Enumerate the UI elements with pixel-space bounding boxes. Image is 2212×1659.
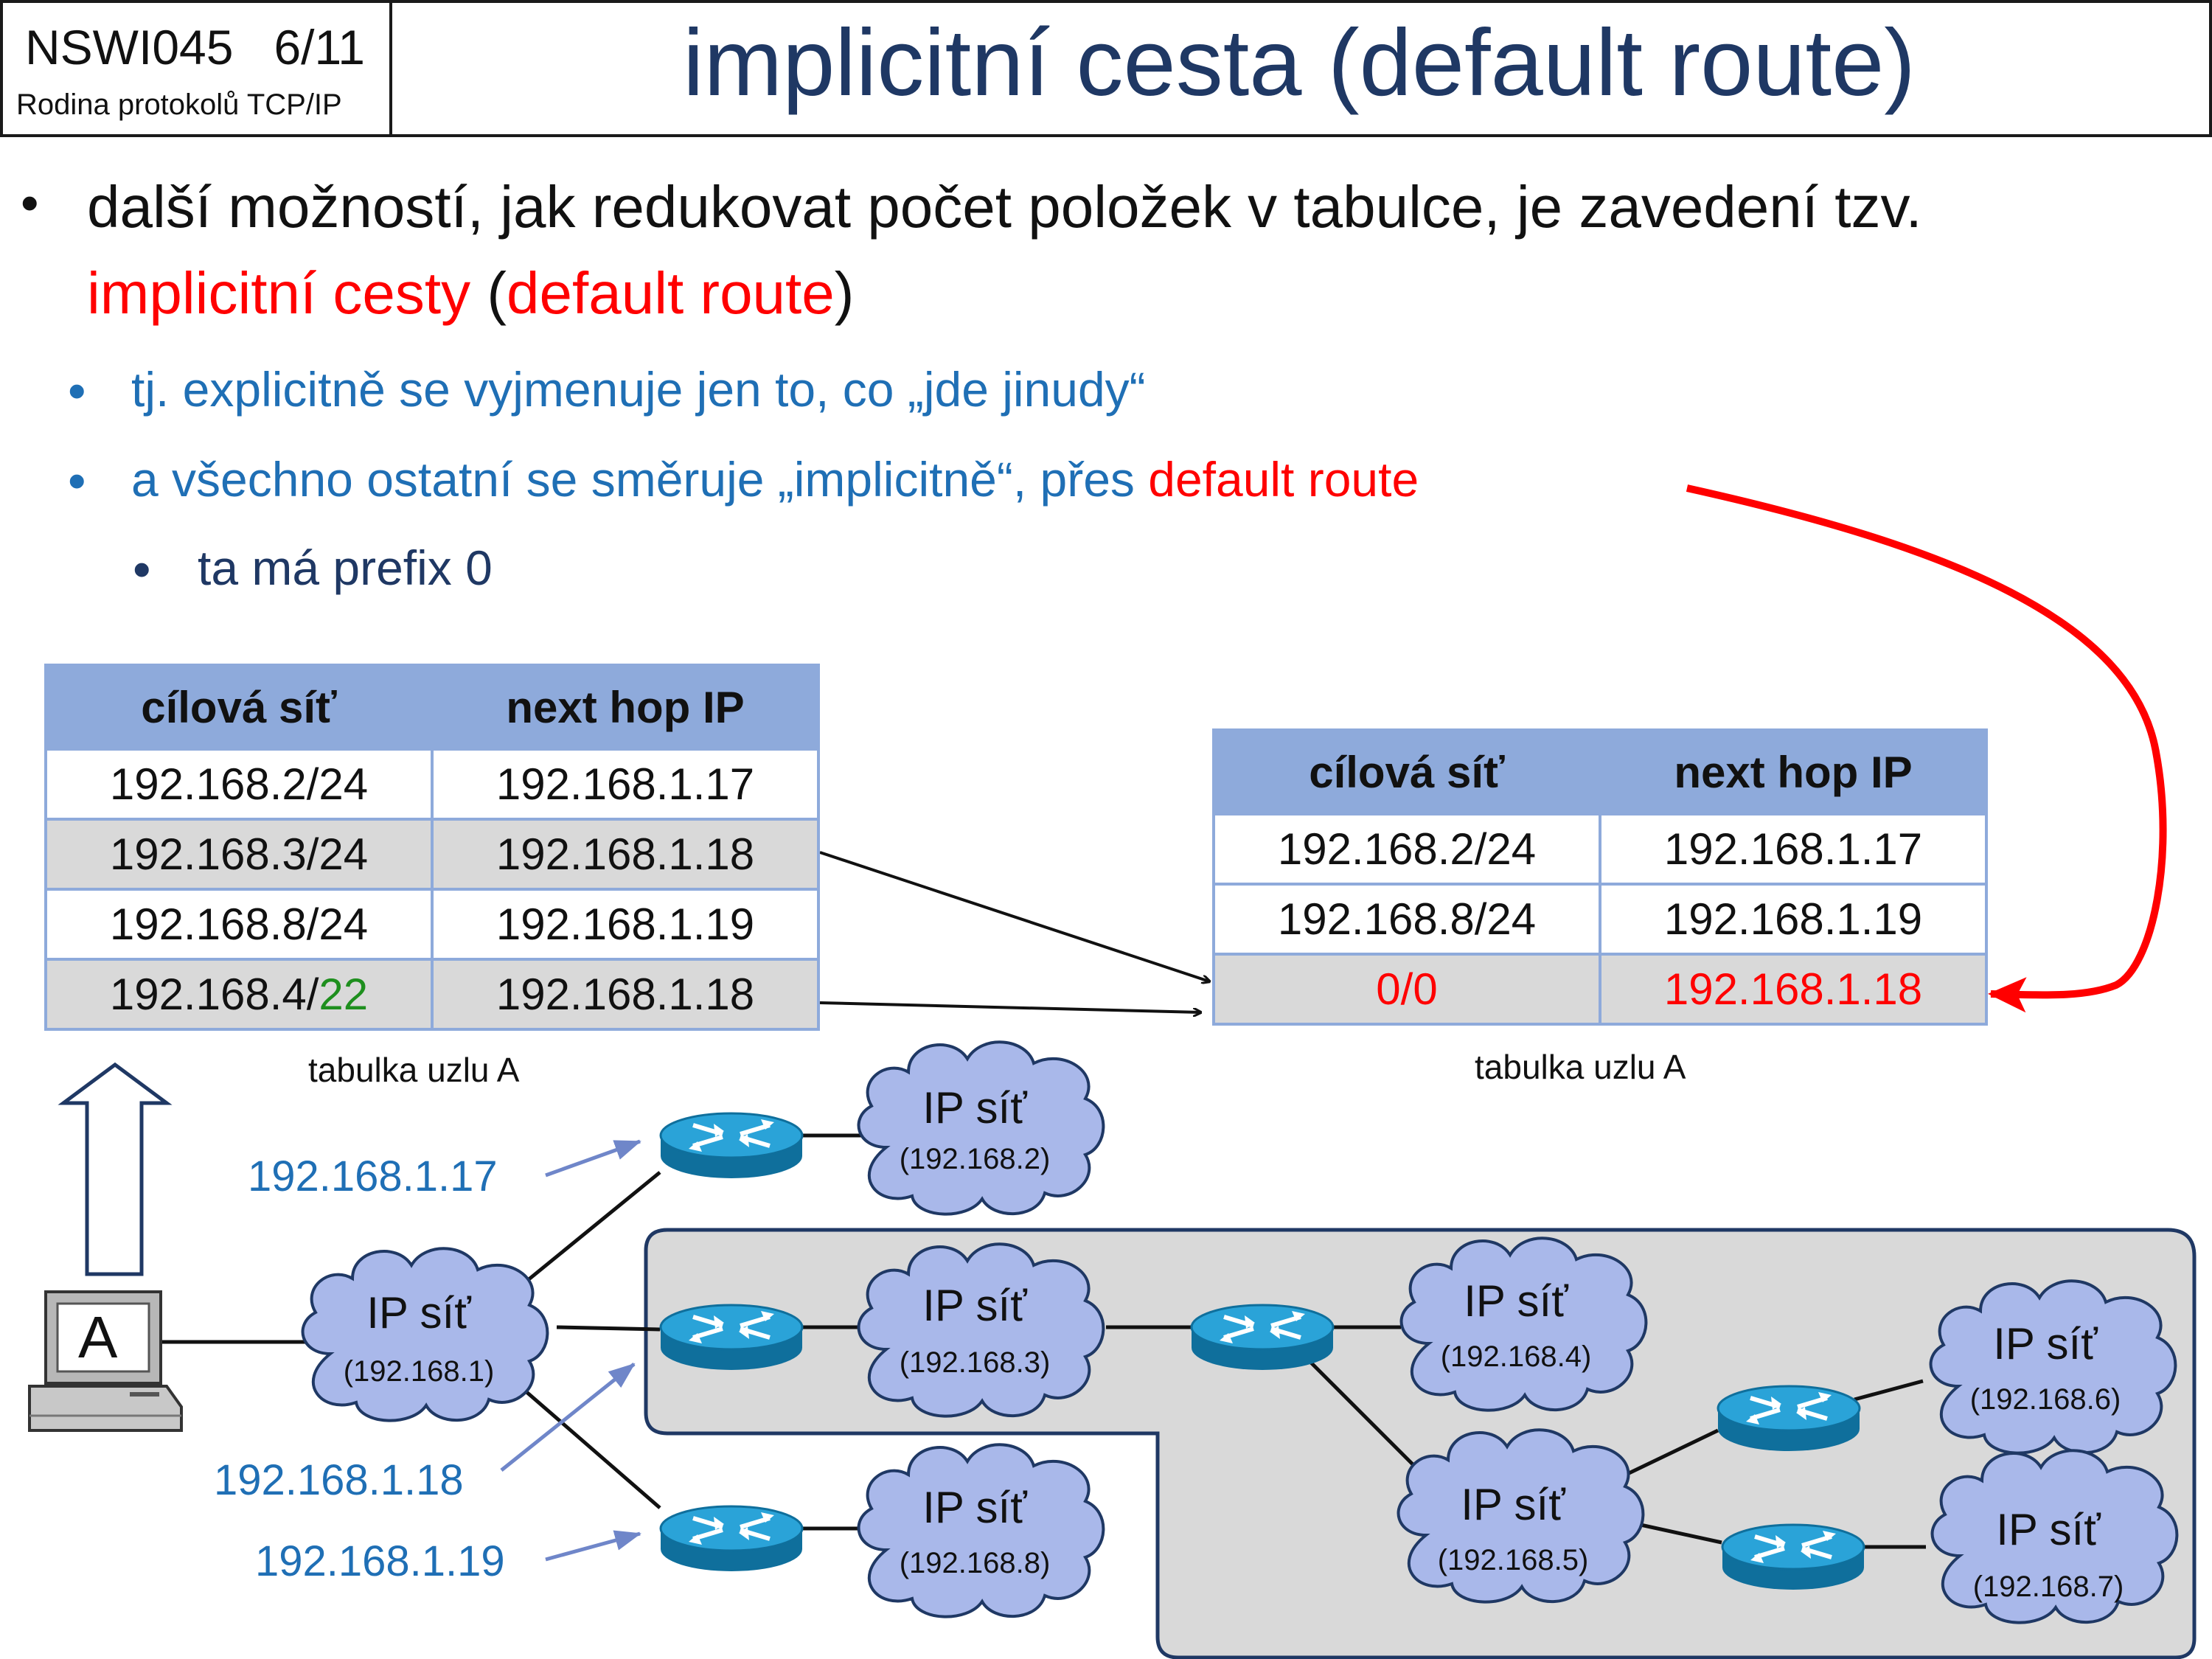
cell-destination: 192.168.3/24 bbox=[44, 818, 434, 891]
course-code: NSWI045 6/11 bbox=[25, 20, 366, 74]
cloud-title: IP síť bbox=[922, 1281, 1027, 1330]
bullet-3: a všechno ostatní se směruje „implicitně… bbox=[131, 451, 1419, 507]
table-row: 192.168.2/24 192.168.1.17 bbox=[1212, 813, 1988, 886]
gateway-pointer-arrow bbox=[545, 1139, 641, 1178]
bullet-dot: • bbox=[68, 362, 86, 420]
cloud-subnet: (192.168.8) bbox=[899, 1547, 1051, 1579]
cell-next-hop: 192.168.1.18 bbox=[431, 818, 820, 891]
row-merge-arrow bbox=[819, 1001, 1200, 1012]
cloud-subnet: (192.168.3) bbox=[899, 1346, 1051, 1379]
bullet-3-text: a všechno ostatní se směruje „implicitně… bbox=[131, 452, 1149, 507]
cell-destination: 0/0 bbox=[1212, 953, 1601, 1026]
router-icon bbox=[661, 1305, 802, 1370]
table-caption: tabulka uzlu A bbox=[308, 1051, 520, 1089]
routing-table-default: cílová síť next hop IP 192.168.2/24 192.… bbox=[1212, 728, 1988, 1026]
col-header-next-hop: next hop IP bbox=[431, 664, 820, 751]
cell-destination: 192.168.8/24 bbox=[44, 888, 434, 961]
row-merge-arrow bbox=[819, 851, 1209, 981]
page-title: implicitní cesta (default route) bbox=[683, 10, 1916, 116]
col-header-destination: cílová síť bbox=[44, 664, 434, 751]
cloud-title: IP síť bbox=[366, 1288, 471, 1338]
course-name: Rodina protokolů TCP/IP bbox=[16, 88, 342, 121]
default-route-arrow bbox=[1686, 484, 2167, 1013]
bullet-dot: • bbox=[68, 452, 86, 509]
bullet-1: další možností, jak redukovat počet polo… bbox=[87, 173, 1922, 241]
bullet-1-cont: implicitní cesty (default route) bbox=[87, 260, 854, 327]
computer-icon bbox=[28, 1290, 183, 1432]
gateway-pointer-arrow bbox=[500, 1363, 636, 1472]
cloud-title: IP síť bbox=[1464, 1276, 1568, 1326]
cloud-subnet: (192.168.7) bbox=[1972, 1571, 2124, 1603]
cloud-subnet: (192.168.2) bbox=[899, 1143, 1051, 1175]
cloud-title: IP síť bbox=[922, 1483, 1027, 1532]
table-caption: tabulka uzlu A bbox=[1475, 1048, 1686, 1086]
routing-table-full: cílová síť next hop IP 192.168.2/24 192.… bbox=[44, 664, 820, 1031]
paren-close: ) bbox=[834, 260, 855, 326]
cell-next-hop: 192.168.1.19 bbox=[1599, 883, 1988, 956]
bullet-dot: • bbox=[21, 174, 39, 232]
bullet-1-text: další možností, jak redukovat počet polo… bbox=[87, 174, 1922, 240]
host-label: A bbox=[78, 1304, 118, 1370]
bullet-dot: • bbox=[133, 540, 151, 598]
up-arrow-icon bbox=[58, 1062, 173, 1276]
table-row-default-route: 0/0 192.168.1.18 bbox=[1212, 953, 1988, 1026]
table-row: 192.168.4/22 192.168.1.18 bbox=[44, 958, 820, 1031]
cell-next-hop: 192.168.1.19 bbox=[431, 888, 820, 961]
title-box: implicitní cesta (default route) bbox=[389, 0, 2212, 137]
gateway-label: 192.168.1.19 bbox=[255, 1537, 505, 1585]
table-row: 192.168.8/24 192.168.1.19 bbox=[1212, 883, 1988, 956]
gateway-label: 192.168.1.17 bbox=[248, 1152, 498, 1200]
cell-next-hop: 192.168.1.18 bbox=[1599, 953, 1988, 1026]
bullet-4: ta má prefix 0 bbox=[198, 540, 493, 595]
cell-next-hop: 192.168.1.18 bbox=[431, 958, 820, 1031]
cell-destination: 192.168.2/24 bbox=[1212, 813, 1601, 886]
bullet-3-red: default route bbox=[1148, 452, 1419, 507]
cloud-subnet: (192.168.4) bbox=[1440, 1340, 1592, 1373]
cell-destination: 192.168.2/24 bbox=[44, 748, 434, 821]
table-row: 192.168.8/24 192.168.1.19 bbox=[44, 888, 820, 961]
cloud-title: IP síť bbox=[1993, 1319, 2098, 1368]
router-icon bbox=[1718, 1386, 1860, 1451]
cell-destination: 192.168.4/22 bbox=[44, 958, 434, 1031]
net-base: 192.168.4/ bbox=[109, 970, 319, 1019]
cloud-subnet: (192.168.6) bbox=[1969, 1383, 2121, 1416]
gateway-pointer-arrow bbox=[545, 1530, 641, 1562]
cloud-subnet: (192.168.5) bbox=[1437, 1544, 1589, 1576]
table-row: 192.168.3/24 192.168.1.18 bbox=[44, 818, 820, 891]
col-header-destination: cílová síť bbox=[1212, 728, 1601, 815]
cloud-title: IP síť bbox=[922, 1083, 1027, 1133]
router-icon bbox=[1192, 1305, 1333, 1370]
links bbox=[162, 1133, 1926, 1549]
cloud-subnet: (192.168.1) bbox=[343, 1355, 495, 1388]
router-icon bbox=[661, 1113, 802, 1178]
implicit-route-term: implicitní cesty bbox=[87, 260, 471, 326]
default-route-term: default route bbox=[507, 260, 835, 326]
cloud-title: IP síť bbox=[1996, 1505, 2101, 1554]
router-icon bbox=[1722, 1525, 1864, 1590]
course-info-box: NSWI045 6/11 Rodina protokolů TCP/IP bbox=[0, 0, 392, 137]
router-icon bbox=[661, 1506, 802, 1571]
bullet-2: tj. explicitně se vyjmenuje jen to, co „… bbox=[131, 362, 1146, 417]
table-row: 192.168.2/24 192.168.1.17 bbox=[44, 748, 820, 821]
cell-next-hop: 192.168.1.17 bbox=[1599, 813, 1988, 886]
paren-open: ( bbox=[470, 260, 507, 326]
cell-next-hop: 192.168.1.17 bbox=[431, 748, 820, 821]
gateway-label: 192.168.1.18 bbox=[214, 1456, 464, 1504]
cloud-title: IP síť bbox=[1461, 1480, 1565, 1529]
net-prefix: 22 bbox=[319, 970, 369, 1019]
col-header-next-hop: next hop IP bbox=[1599, 728, 1988, 815]
cell-destination: 192.168.8/24 bbox=[1212, 883, 1601, 956]
